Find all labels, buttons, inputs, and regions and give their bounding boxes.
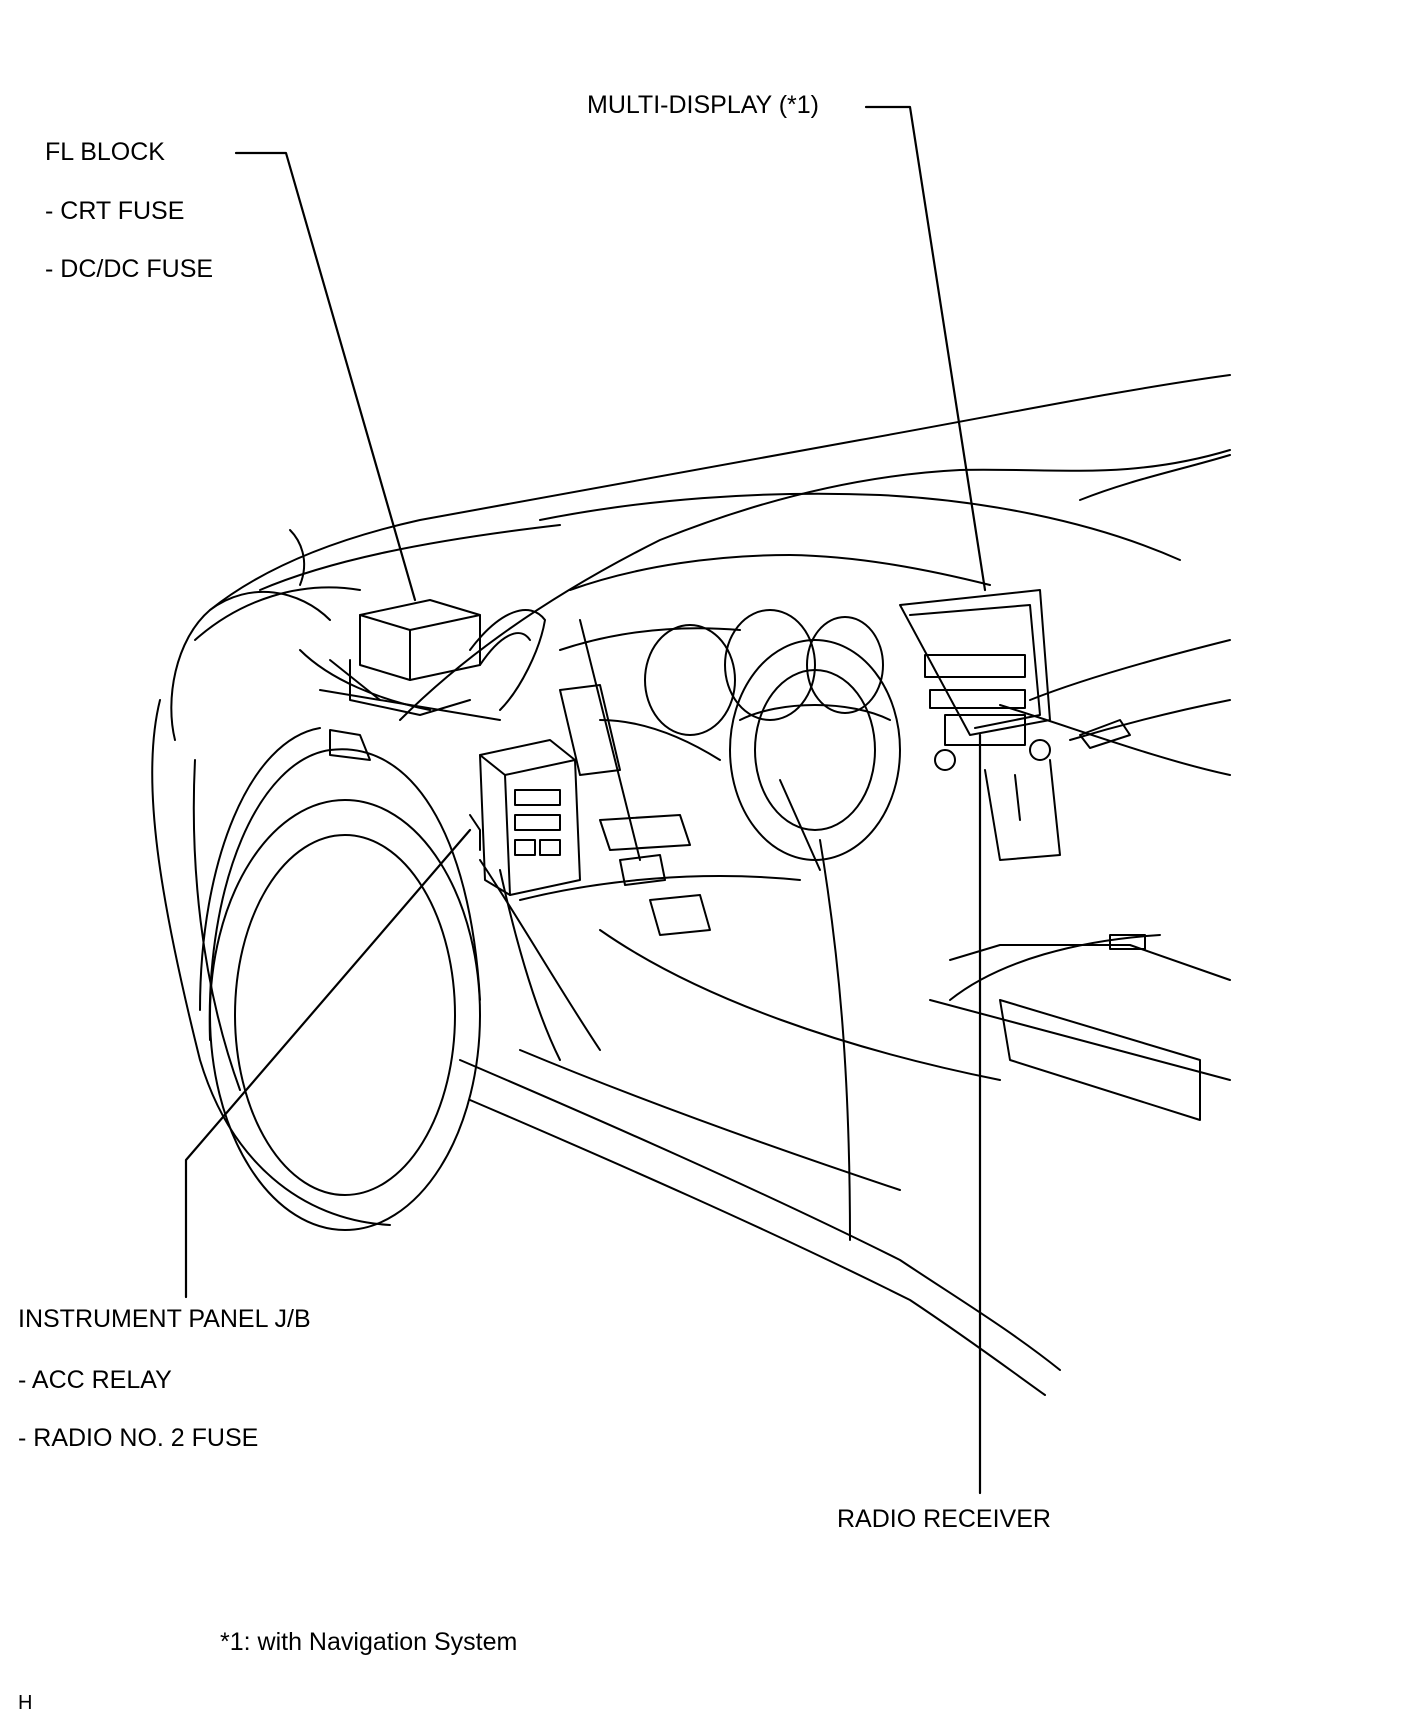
label-crt-fuse: - CRT FUSE xyxy=(45,197,185,225)
label-radio-no2-fuse: - RADIO NO. 2 FUSE xyxy=(18,1424,259,1452)
label-fl-block: FL BLOCK xyxy=(45,138,165,166)
body-outline xyxy=(194,374,1231,776)
front-wheel xyxy=(151,590,481,1231)
dashboard xyxy=(479,554,1231,1121)
label-acc-relay: - ACC RELAY xyxy=(18,1366,172,1394)
door-sill xyxy=(459,839,1061,1396)
a-pillar xyxy=(469,609,641,861)
instrument-panel-jb-component xyxy=(469,739,581,896)
label-dcdc-fuse: - DC/DC FUSE xyxy=(45,255,214,283)
leader-fl-block xyxy=(234,151,417,602)
footnote: *1: with Navigation System xyxy=(220,1628,518,1656)
label-radio-receiver: RADIO RECEIVER xyxy=(837,1505,1051,1533)
label-instrument-panel-jb: INSTRUMENT PANEL J/B xyxy=(18,1305,311,1333)
fl-block-component xyxy=(299,599,501,761)
corner-mark: H xyxy=(18,1692,33,1714)
leader-lines xyxy=(184,105,987,1495)
label-multi-display: MULTI-DISPLAY (*1) xyxy=(587,91,819,119)
leader-multi-display xyxy=(864,105,987,592)
leader-instrument-panel-jb xyxy=(184,828,472,1299)
